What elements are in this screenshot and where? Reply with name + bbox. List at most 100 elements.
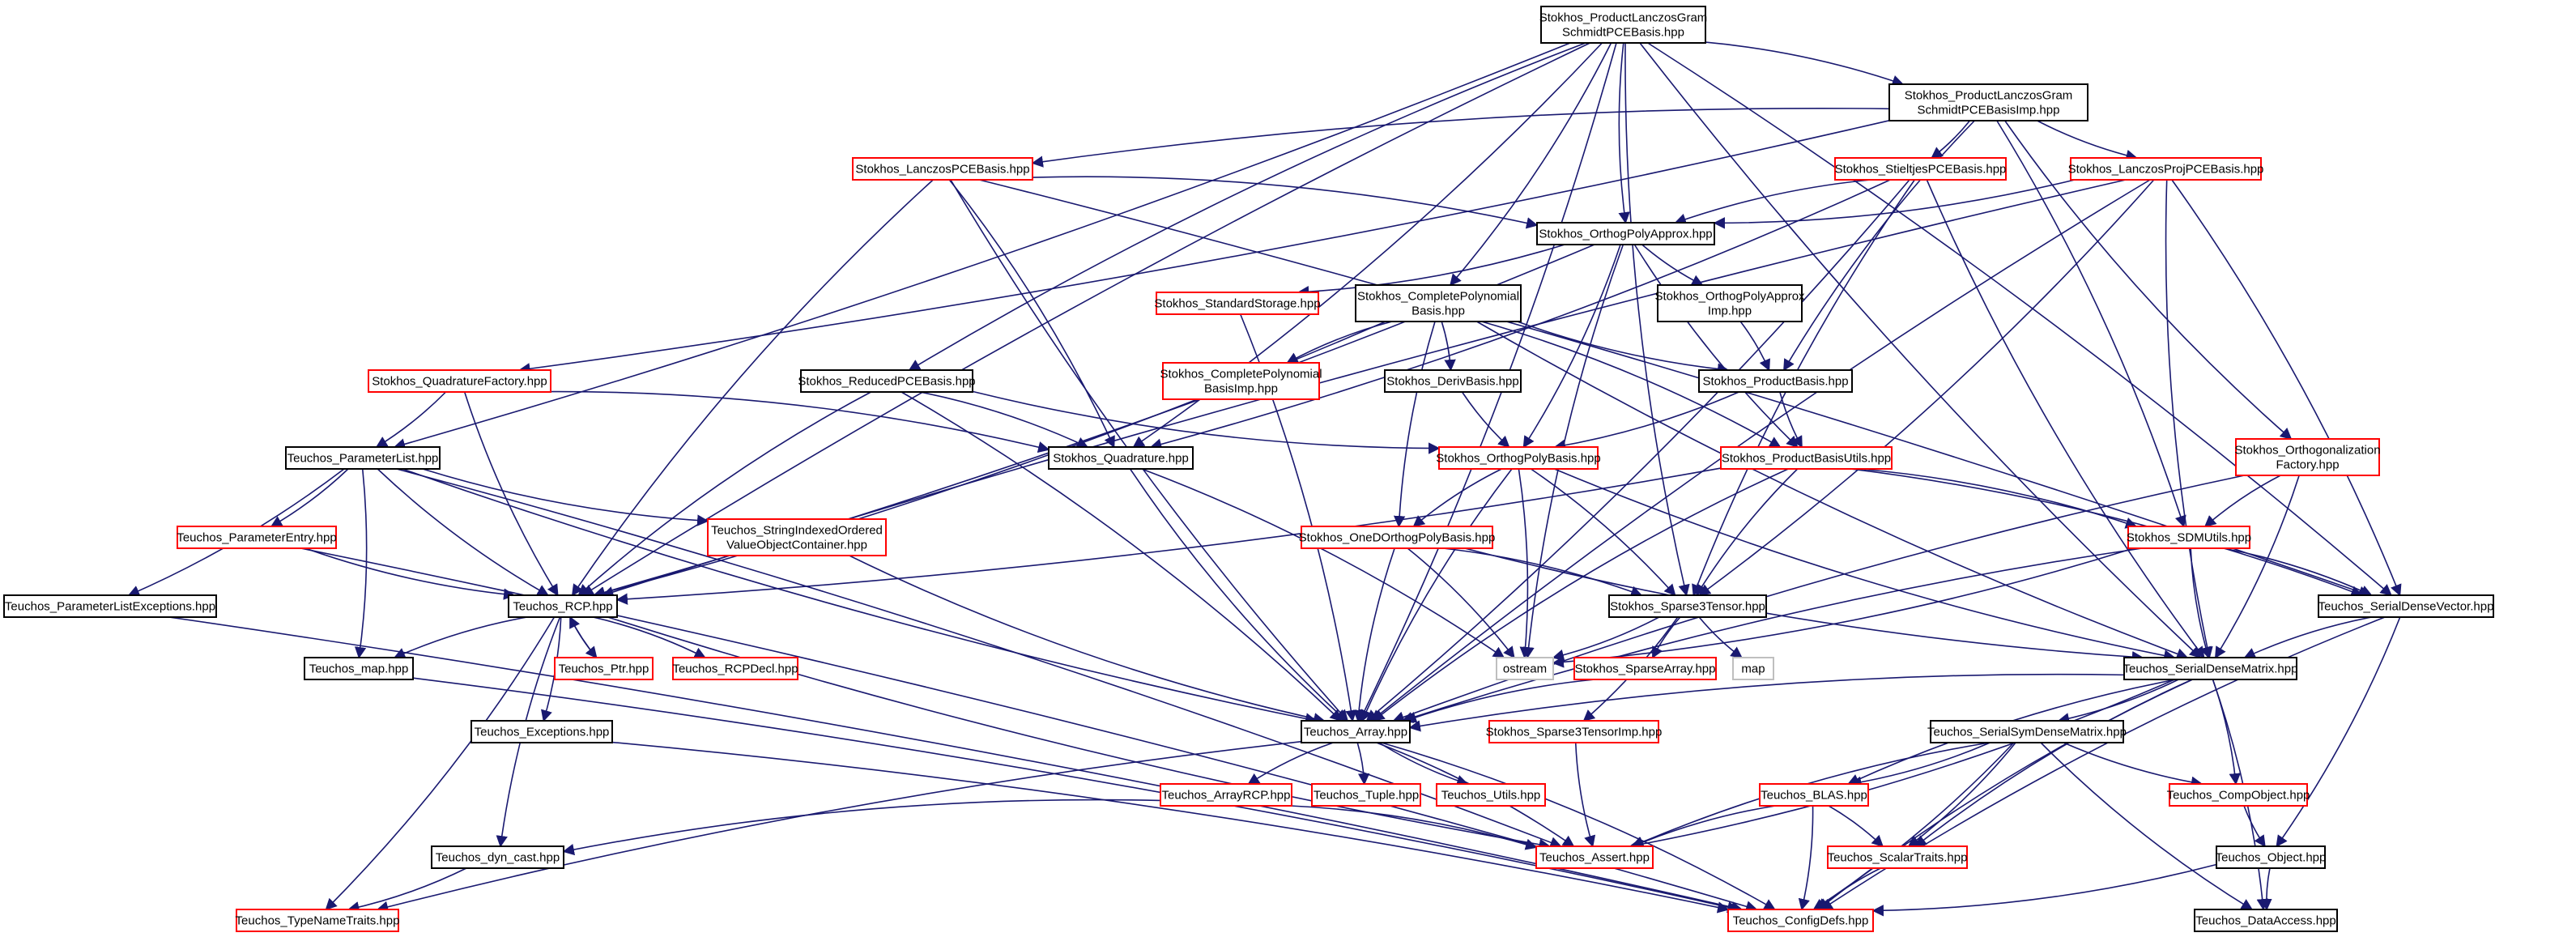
- node-productbasisutils[interactable]: Stokhos_ProductBasisUtils.hpp: [1720, 446, 1893, 470]
- node-sdmutils[interactable]: Stokhos_SDMUtils.hpp: [2127, 526, 2251, 549]
- node-stieltjes[interactable]: Stokhos_StieltjesPCEBasis.hpp: [1834, 157, 2007, 181]
- node-quadfactory-label-line-0: Stokhos_QuadratureFactory.hpp: [372, 375, 547, 389]
- node-sparse3imp[interactable]: Stokhos_Sparse3TensorImp.hpp: [1486, 720, 1663, 743]
- node-stringindexed[interactable]: Teuchos_StringIndexedOrderedValueObjectC…: [707, 518, 887, 556]
- node-ptr-label-line-0: Teuchos_Ptr.hpp: [559, 662, 649, 676]
- node-lanczosproj-box: [2070, 157, 2262, 181]
- node-paramlistexc[interactable]: Teuchos_ParameterListExceptions.hpp: [3, 594, 217, 618]
- node-array[interactable]: Teuchos_Array.hpp: [1301, 720, 1411, 743]
- node-ostream-box: [1496, 657, 1554, 680]
- node-assert[interactable]: Teuchos_Assert.hpp: [1535, 845, 1654, 869]
- edge-oned-to-array: [1352, 547, 1395, 722]
- node-orthogpolybasis[interactable]: Stokhos_OrthogPolyBasis.hpp: [1436, 446, 1601, 470]
- node-quadfactory[interactable]: Stokhos_QuadratureFactory.hpp: [368, 369, 551, 393]
- node-completepoly-label-line-0: Stokhos_CompletePolynomial: [1357, 290, 1519, 304]
- edge-orthopolyapprox-to-orthogpolybasis: [1522, 244, 1621, 449]
- node-dataaccess[interactable]: Teuchos_DataAccess.hpp: [2194, 909, 2338, 932]
- node-paramlist[interactable]: Teuchos_ParameterList.hpp: [285, 446, 441, 470]
- node-orthopolyapprox[interactable]: Stokhos_OrthogPolyApprox.hpp: [1536, 222, 1715, 245]
- edge-rcp-to-map: [393, 616, 527, 659]
- node-rcp-label-line-0: Teuchos_RCP.hpp: [513, 600, 612, 614]
- node-array-label-line-0: Teuchos_Array.hpp: [1304, 726, 1407, 739]
- node-rcp[interactable]: Teuchos_RCP.hpp: [508, 594, 618, 618]
- node-completepoly-box: [1355, 284, 1522, 322]
- node-paramlist-label-line-0: Teuchos_ParameterList.hpp: [287, 452, 439, 466]
- node-reduced[interactable]: Stokhos_ReducedPCEBasis.hpp: [798, 369, 976, 393]
- node-lanczosproj[interactable]: Stokhos_LanczosProjPCEBasis.hpp: [2068, 157, 2264, 181]
- node-sdv[interactable]: Teuchos_SerialDenseVector.hpp: [2318, 594, 2494, 618]
- edge-productbasisutils-to-array: [1373, 468, 1789, 722]
- node-ptr-box: [554, 657, 654, 680]
- node-sdv-box: [2318, 594, 2494, 618]
- node-paramentry[interactable]: Teuchos_ParameterEntry.hpp: [177, 526, 337, 549]
- node-assert-box: [1535, 845, 1654, 869]
- edge-paramlist-to-paramentry: [270, 468, 349, 527]
- edge-sdv-to-sdm: [2243, 616, 2372, 659]
- edge-blas-to-scalartraits: [1828, 805, 1884, 847]
- node-arrayrcp-label-line-0: Teuchos_ArrayRCP.hpp: [1162, 789, 1291, 803]
- node-object[interactable]: Teuchos_Object.hpp: [2216, 845, 2327, 869]
- edge-reduced-to-quadrature: [919, 391, 1089, 449]
- node-dyncast-box: [431, 845, 564, 869]
- edge-orthogpolybasis-to-array: [1360, 468, 1513, 722]
- edge-sparse3-to-sparsearray: [1651, 616, 1681, 659]
- node-blas[interactable]: Teuchos_BLAS.hpp: [1759, 783, 1869, 807]
- node-stdstorage[interactable]: Stokhos_StandardStorage.hpp: [1154, 292, 1321, 315]
- node-ssdm[interactable]: Teuchos_SerialSymDenseMatrix.hpp: [1927, 720, 2127, 743]
- node-tuple[interactable]: Teuchos_Tuple.hpp: [1311, 783, 1421, 807]
- edge-orthopolyapprox-to-productbasisutils: [1633, 244, 1799, 449]
- node-compobject[interactable]: Teuchos_CompObject.hpp: [2167, 783, 2310, 807]
- edge-root-to-completepoly: [1450, 42, 1612, 287]
- node-rcpdecl[interactable]: Teuchos_RCPDecl.hpp: [672, 657, 798, 680]
- node-ostream[interactable]: ostream: [1496, 657, 1554, 680]
- node-derivbasis-label-line-0: Stokhos_DerivBasis.hpp: [1386, 375, 1518, 389]
- node-exceptions[interactable]: Teuchos_Exceptions.hpp: [470, 720, 613, 743]
- edge-oned-to-sparse3: [1442, 547, 1643, 598]
- edge-completepoly-to-productbasisutils: [1481, 321, 1782, 448]
- edge-orthogfactory-to-sdmutils: [2203, 475, 2281, 527]
- node-tuple-box: [1311, 783, 1421, 807]
- node-lanczos-box: [852, 157, 1033, 181]
- node-map[interactable]: Teuchos_map.hpp: [304, 657, 414, 680]
- edge-lanczosproj-to-orthopolyapprox: [1713, 179, 2076, 229]
- edge-paramlistexc-to-configdefs: [168, 616, 1744, 914]
- node-ptr[interactable]: Teuchos_Ptr.hpp: [554, 657, 654, 680]
- node-productbasis[interactable]: Stokhos_ProductBasis.hpp: [1698, 369, 1853, 393]
- node-scalartraits[interactable]: Teuchos_ScalarTraits.hpp: [1827, 845, 1968, 869]
- node-lanczos[interactable]: Stokhos_LanczosPCEBasis.hpp: [852, 157, 1033, 181]
- node-dyncast[interactable]: Teuchos_dyn_cast.hpp: [431, 845, 564, 869]
- node-configdefs[interactable]: Teuchos_ConfigDefs.hpp: [1727, 909, 1874, 932]
- node-sdm-box: [2123, 657, 2297, 680]
- node-imp[interactable]: Stokhos_ProductLanczosGramSchmidtPCEBasi…: [1888, 83, 2088, 121]
- node-arrayrcp[interactable]: Teuchos_ArrayRCP.hpp: [1160, 783, 1292, 807]
- node-quadrature[interactable]: Stokhos_Quadrature.hpp: [1048, 446, 1194, 470]
- node-root[interactable]: Stokhos_ProductLanczosGramSchmidtPCEBasi…: [1539, 6, 1708, 44]
- edge-dyncast-to-typenametraits: [347, 867, 467, 914]
- node-orthogfactory-label-line-1: Factory.hpp: [2276, 458, 2339, 472]
- node-oned[interactable]: Stokhos_OneDOrthogPolyBasis.hpp: [1299, 526, 1496, 549]
- edge-stringindexed-to-array: [849, 555, 1326, 725]
- edge-arrayrcp-to-dyncast: [562, 799, 1161, 856]
- node-orthopolyapprox-box: [1536, 222, 1715, 245]
- node-sdmutils-box: [2127, 526, 2250, 549]
- node-sdm[interactable]: Teuchos_SerialDenseMatrix.hpp: [2123, 657, 2298, 680]
- edge-quadfactory-to-quadrature: [550, 390, 1050, 454]
- edge-ssdm-to-compobject: [2063, 742, 2203, 788]
- edge-completepoly-to-sdm: [1476, 321, 2189, 660]
- node-utils[interactable]: Teuchos_Utils.hpp: [1436, 783, 1546, 807]
- node-stdmap[interactable]: map: [1732, 657, 1774, 680]
- node-typenametraits[interactable]: Teuchos_TypeNameTraits.hpp: [236, 909, 400, 932]
- node-sparse3[interactable]: Stokhos_Sparse3Tensor.hpp: [1608, 594, 1767, 618]
- node-derivbasis[interactable]: Stokhos_DerivBasis.hpp: [1384, 369, 1522, 393]
- node-productbasisutils-box: [1720, 446, 1893, 470]
- node-stdstorage-box: [1156, 292, 1319, 315]
- node-root-label-line-1: SchmidtPCEBasis.hpp: [1562, 26, 1684, 40]
- node-sparsearray[interactable]: Stokhos_SparseArray.hpp: [1573, 657, 1717, 680]
- node-sdv-label-line-0: Teuchos_SerialDenseVector.hpp: [2318, 600, 2494, 614]
- node-paramentry-box: [177, 526, 337, 549]
- edges-layer: [127, 41, 2402, 917]
